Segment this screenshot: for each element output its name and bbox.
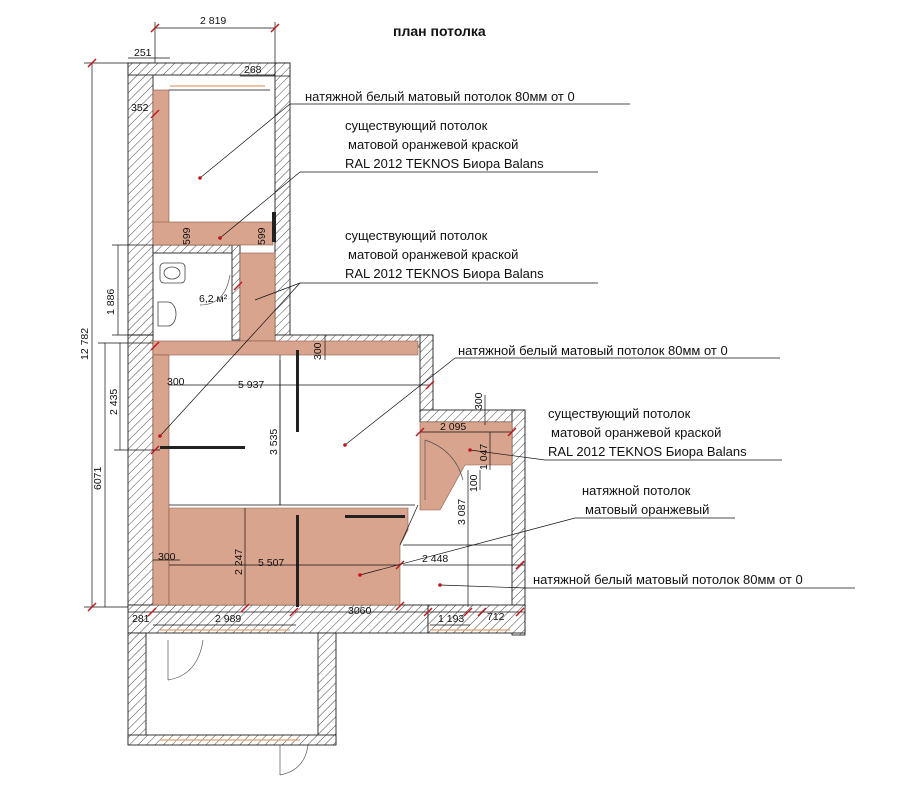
note-existing-1-line1: существующий потолок [345, 118, 488, 133]
page-title: план потолка [393, 23, 486, 39]
note-stretch-orange-line1: натяжной потолок [582, 483, 691, 498]
note-existing-3-line3: RAL 2012 TEKNOS Биора Balans [548, 444, 747, 459]
dim-300-top: 300 [312, 342, 324, 360]
bathroom-fixtures: 6,2 м² [157, 85, 510, 776]
note-top-white: натяжной белый матовый потолок 80мм от 0 [305, 89, 575, 104]
dimension-lines [84, 22, 525, 626]
leader-lines [158, 103, 855, 589]
orange-zones [152, 89, 513, 606]
dim-2448: 2 448 [422, 553, 448, 565]
dim-1886: 1 886 [105, 289, 117, 315]
dim-1047: 1 047 [478, 444, 490, 470]
dim-300-left: 300 [167, 376, 185, 388]
dim-100: 100 [468, 474, 480, 492]
dim-3060: 3060 [348, 605, 372, 617]
walls [127, 62, 526, 746]
note-existing-3-line2: матовой оранжевой краской [551, 425, 721, 440]
dim-268: 268 [244, 64, 262, 76]
dim-300-bottom: 300 [158, 551, 176, 563]
dim-2989: 2 989 [215, 613, 241, 625]
note-existing-1-line2: матовой оранжевой краской [348, 137, 518, 152]
note-existing-2-line1: существующий потолок [345, 228, 488, 243]
dim-6071: 6071 [92, 466, 104, 490]
dim-2247: 2 247 [233, 549, 245, 575]
dim-281: 281 [132, 613, 150, 625]
ceiling-notes: натяжной белый матовый потолок 80мм от 0… [305, 89, 803, 587]
note-stretch-orange-line2: матовый оранжевый [585, 502, 709, 517]
dim-352: 352 [131, 102, 149, 114]
dim-1193: 1 193 [438, 613, 464, 625]
dim-2819: 2 819 [200, 15, 226, 27]
dim-599-b: 599 [256, 227, 268, 245]
note-existing-2-line2: матовой оранжевой краской [348, 247, 518, 262]
dim-3535: 3 535 [268, 429, 280, 455]
dim-5507: 5 507 [258, 557, 284, 569]
dim-251: 251 [134, 47, 152, 59]
dim-599-a: 599 [181, 227, 193, 245]
note-existing-2-line3: RAL 2012 TEKNOS Биора Balans [345, 266, 544, 281]
dim-300-alcove: 300 [473, 392, 485, 410]
note-existing-1-line3: RAL 2012 TEKNOS Биора Balans [345, 156, 544, 171]
dimension-labels: 2 819 251 268 352 599 599 1 886 12 782 3… [79, 15, 505, 625]
note-bottom-white: натяжной белый матовый потолок 80мм от 0 [533, 572, 803, 587]
dim-3087: 3 087 [456, 499, 468, 525]
dim-2435: 2 435 [108, 389, 120, 415]
dim-12782: 12 782 [79, 328, 91, 360]
room-area-label: 6,2 м² [199, 293, 228, 305]
dim-712: 712 [487, 611, 505, 623]
note-middle-white: натяжной белый матовый потолок 80мм от 0 [458, 343, 728, 358]
note-existing-3-line1: существующий потолок [548, 406, 691, 421]
dim-2095: 2 095 [440, 421, 466, 433]
dim-5937: 5 937 [238, 379, 264, 391]
